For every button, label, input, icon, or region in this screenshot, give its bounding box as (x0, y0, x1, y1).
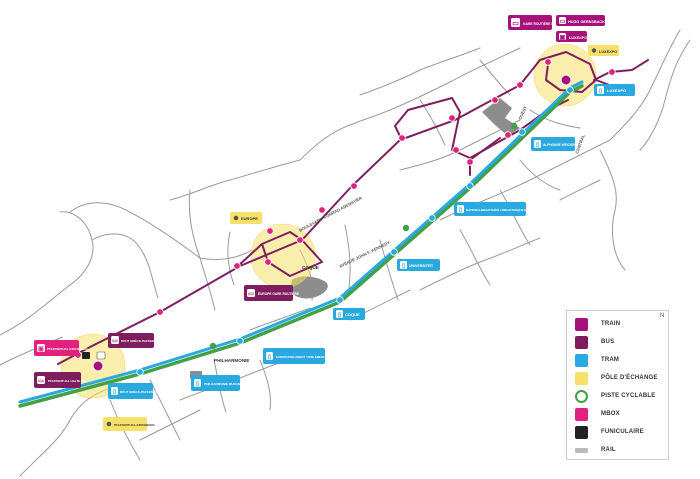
svg-text:UNIVERSITÉIT: UNIVERSITÉIT (409, 263, 434, 268)
tram-icon: ▯ (402, 264, 405, 270)
bus-icon: ▭ (560, 19, 566, 25)
tram-icon: ▯ (338, 313, 341, 319)
bus-icon: ▭ (38, 379, 44, 385)
tram-icon: ▯ (268, 355, 271, 361)
pole-europe[interactable]: EUROPE (230, 212, 262, 224)
svg-text:ROUT BRÉCK-PAFFENDALL: ROUT BRÉCK-PAFFENDALL (121, 338, 162, 343)
tram-icon (575, 353, 588, 367)
tram-icon: ▯ (113, 390, 116, 396)
tram-stop-nationalbibliothek[interactable]: ▯ NATIONALBIBLIOTHÉIK / BIBLIOTHÈQUE NAT… (454, 202, 541, 216)
rail-icon (575, 447, 588, 453)
svg-text:PFAFFENTHAL-KIRCHBERG: PFAFFENTHAL-KIRCHBERG (47, 347, 88, 351)
tram-stop-markers (136, 86, 574, 376)
street-boulevard-adenauer: BOULEVARD KONRAD ADENAUER (298, 195, 363, 233)
train-stop-gare-routiere-luxexpo[interactable]: ▭ GARE ROUTIÈRE LUXEXPO (508, 15, 568, 30)
bus-icon: ▭ (512, 21, 519, 28)
svg-text:PFAFFENTHAL HALTE CFL: PFAFFENTHAL HALTE CFL (48, 379, 87, 383)
bus-icon: ▭ (112, 339, 118, 345)
pole-icon (106, 421, 112, 427)
legend-item-rail: RAIL (575, 443, 616, 457)
buildings (190, 98, 520, 379)
north-arrow-icon: N (660, 313, 665, 319)
map-legend: TRAIN BUS TRAM PÔLE D'ÉCHANGE PISTE CYCL… (566, 310, 669, 460)
funicular-icon (575, 425, 588, 439)
svg-text:LUXEXPO: LUXEXPO (599, 50, 617, 54)
train-icon: ▣ (38, 347, 44, 353)
pole-luxexpo[interactable]: LUXEXPO (588, 45, 619, 56)
bus-icon: ▭ (248, 292, 254, 298)
svg-text:LUXEXPO: LUXEXPO (607, 88, 626, 93)
legend-item-bus: BUS (575, 335, 614, 349)
bus-stop-markers (74, 58, 616, 359)
tram-icon: ▯ (536, 143, 539, 149)
svg-text:ROUT BRÉCK-PAFFENDALL: ROUT BRÉCK-PAFFENDALL (120, 389, 161, 394)
pole-pfaffenthal[interactable]: PFAFFENTHAL-KIRCHBERG (103, 417, 155, 431)
svg-text:ALPHONSE WEICKER: ALPHONSE WEICKER (543, 143, 577, 147)
train-icon: ▣ (560, 35, 566, 41)
bus-stop-pfaffenthal-halte-cfl[interactable]: ▭ PFAFFENTHAL HALTE CFL (34, 372, 87, 388)
legend-item-funiculaire: FUNICULAIRE (575, 425, 644, 439)
pole-icon (591, 48, 597, 53)
legend-item-cycle: PISTE CYCLABLE (575, 389, 655, 403)
tram-stop-philharmonie-mudam[interactable]: ▯ PHILHARMONIE MUDAM (191, 375, 241, 391)
street-central: CENTRAL (574, 133, 586, 154)
street-ouest: OUEST (517, 105, 528, 121)
train-icon (575, 317, 588, 331)
tram-stop-europaparlament[interactable]: ▯ EUROPAPARLAMENT / PARLEMENT EUROPÉEN (263, 348, 341, 364)
bicycle-icon (575, 389, 588, 403)
bus-stop-europe-gare-routiere[interactable]: ▭ EUROPE GARE ROUTIÈRE (244, 285, 299, 301)
tram-stop-universiteit[interactable]: ▯ UNIVERSITÉIT (397, 259, 440, 271)
svg-text:EUROPE: EUROPE (241, 216, 258, 221)
plain-place-labels: COQUE PHILHARMONIE (214, 265, 319, 363)
train-stop-pfaffenthal-kirchberg[interactable]: ▣ PFAFFENTHAL-KIRCHBERG (34, 340, 88, 356)
label-philharmonie: PHILHARMONIE (214, 358, 249, 363)
tram-stop-alphonse-weicker[interactable]: ▯ ALPHONSE WEICKER (531, 137, 577, 151)
train-stop-luxexpo[interactable]: ▣ LUXEXPO (556, 31, 587, 42)
svg-text:EUROPAPARLAMENT / PARLEMENT EU: EUROPAPARLAMENT / PARLEMENT EUROPÉEN (276, 354, 341, 359)
svg-text:HUGO GERNSBACK: HUGO GERNSBACK (568, 20, 605, 24)
label-coque: COQUE (302, 265, 319, 270)
svg-text:GARE ROUTIÈRE LUXEXPO: GARE ROUTIÈRE LUXEXPO (523, 21, 568, 26)
svg-text:NATIONALBIBLIOTHÉIK / BIBLIOTH: NATIONALBIBLIOTHÉIK / BIBLIOTHÈQUE NATIO… (466, 207, 541, 212)
svg-text:PFAFFENTHAL-KIRCHBERG: PFAFFENTHAL-KIRCHBERG (114, 423, 155, 427)
legend-item-train: TRAIN (575, 317, 620, 331)
street-name-labels: BOULEVARD KONRAD ADENAUER AVENUE JOHN F.… (298, 105, 586, 269)
tram-stop-coque[interactable]: ▯ COQUE (333, 308, 365, 320)
tram-icon: ▯ (459, 208, 462, 214)
legend-item-pole: PÔLE D'ÉCHANGE (575, 371, 658, 385)
tram-icon: ▯ (599, 89, 602, 95)
svg-text:COQUE: COQUE (345, 312, 360, 317)
svg-text:EUROPE GARE ROUTIÈRE: EUROPE GARE ROUTIÈRE (258, 291, 299, 296)
bus-stop-pont-rouge[interactable]: ▭ ROUT BRÉCK-PAFFENDALL (108, 333, 162, 348)
bus-stop-hugo-gernsback[interactable]: ▭ HUGO GERNSBACK (556, 15, 605, 26)
tram-stop-pont-rouge[interactable]: ▯ ROUT BRÉCK-PAFFENDALL (108, 383, 161, 399)
mbox-icon (575, 407, 588, 421)
legend-item-mbox: MBOX (575, 407, 620, 421)
pole-icon (575, 371, 588, 385)
svg-text:LUXEXPO: LUXEXPO (569, 36, 587, 40)
cycle-markers (209, 122, 518, 350)
bus-icon (575, 335, 588, 349)
tram-stop-luxexpo[interactable]: ▯ LUXEXPO (594, 84, 635, 96)
pole-icon (233, 215, 239, 221)
legend-item-tram: TRAM (575, 353, 619, 367)
train-stations (92, 74, 572, 372)
small-icons-pfaffenthal (82, 351, 106, 360)
tram-icon: ▯ (196, 382, 199, 388)
svg-text:PHILHARMONIE MUDAM: PHILHARMONIE MUDAM (204, 382, 241, 386)
